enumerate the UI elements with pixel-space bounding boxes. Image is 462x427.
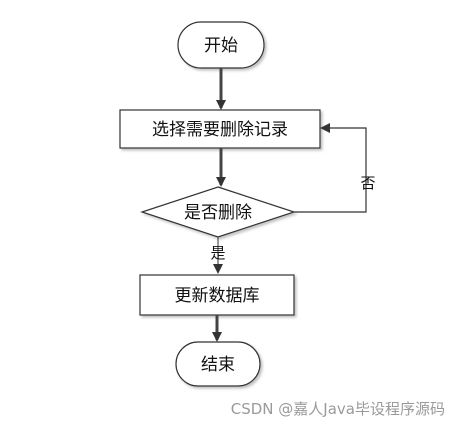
end-label: 结束: [201, 355, 235, 375]
yes-label: 是: [210, 244, 225, 262]
no-label: 否: [360, 174, 375, 192]
end-node: 结束: [175, 341, 261, 387]
decision-label: 是否删除: [184, 203, 252, 223]
start-label: 开始: [204, 36, 238, 56]
select-record-label: 选择需要删除记录: [152, 120, 288, 140]
update-database-label: 更新数据库: [175, 286, 260, 306]
start-node: 开始: [177, 21, 265, 69]
arrow-no-loop: [294, 123, 367, 213]
watermark-text: CSDN @嘉人Java毕设程序源码: [231, 400, 445, 418]
select-record-node: 选择需要删除记录: [119, 109, 321, 149]
decision-node: 是否删除: [140, 186, 296, 238]
update-database-node: 更新数据库: [139, 274, 295, 316]
